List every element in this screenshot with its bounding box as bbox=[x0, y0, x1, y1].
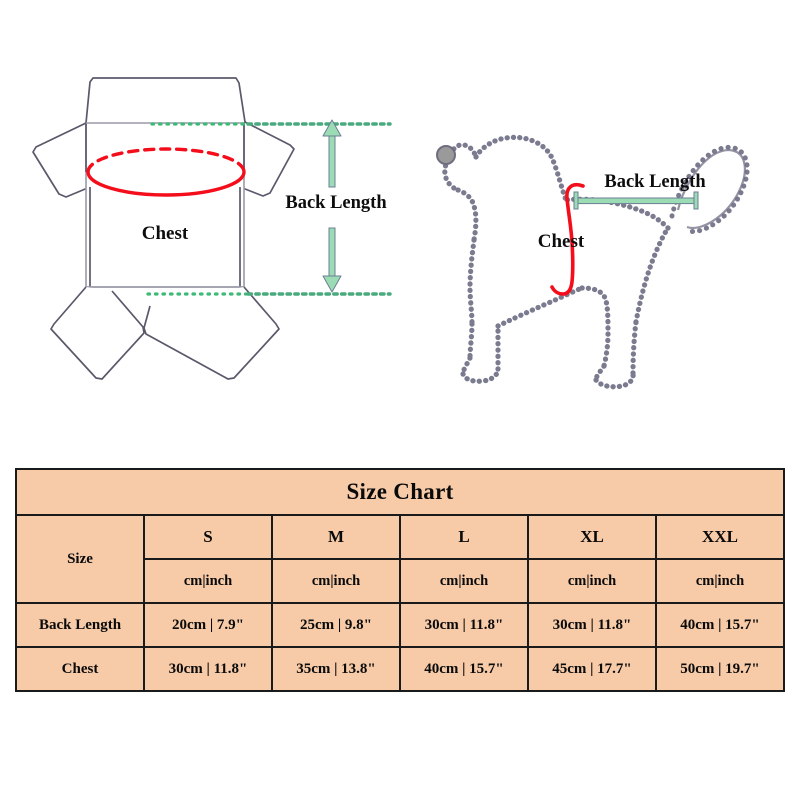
table-row-back-length: Back Length 20cm | 7.9" 25cm | 9.8" 30cm… bbox=[15, 602, 785, 648]
garment-chest-label: Chest bbox=[142, 223, 189, 244]
dog-tail-edge bbox=[676, 149, 746, 230]
diagram-panel: Chest Back Length bbox=[32, 77, 750, 390]
dog-back-length-label: Back Length bbox=[604, 172, 706, 192]
dog-tail bbox=[669, 144, 750, 234]
garment-diagram-group: Chest Back Length bbox=[32, 77, 392, 380]
garment-right-leg-panel bbox=[143, 286, 280, 380]
size-chart-section: Size Chart Size S M L XL XXL cm|inch cm|… bbox=[15, 468, 785, 692]
size-column-header: Size bbox=[15, 514, 145, 604]
chest-xxl: 50cm | 19.7" bbox=[655, 646, 785, 692]
unit-header-s: cm|inch bbox=[143, 558, 273, 604]
chest-l: 40cm | 15.7" bbox=[399, 646, 529, 692]
size-code-l: L bbox=[399, 514, 529, 560]
garment-back-length-arrow-down bbox=[322, 227, 342, 293]
row-label-back-length: Back Length bbox=[15, 602, 145, 648]
dog-diagram-group: Back Length Chest bbox=[436, 134, 750, 390]
table-row-chest: Chest 30cm | 11.8" 35cm | 13.8" 40cm | 1… bbox=[15, 646, 785, 692]
chest-m: 35cm | 13.8" bbox=[271, 646, 401, 692]
dog-chest-label: Chest bbox=[538, 231, 585, 252]
unit-header-l: cm|inch bbox=[399, 558, 529, 604]
garment-back-length-arrow-up bbox=[322, 119, 342, 188]
back-length-s: 20cm | 7.9" bbox=[143, 602, 273, 648]
back-length-xxl: 40cm | 15.7" bbox=[655, 602, 785, 648]
chest-xl: 45cm | 17.7" bbox=[527, 646, 657, 692]
row-label-chest: Chest bbox=[15, 646, 145, 692]
garment-chest-ellipse-back bbox=[86, 147, 246, 174]
dog-chest-measure-line bbox=[550, 182, 585, 296]
garment-chest-ellipse-front bbox=[86, 170, 246, 197]
unit-header-xl: cm|inch bbox=[527, 558, 657, 604]
table-row-title: Size Chart bbox=[15, 468, 785, 516]
unit-header-xxl: cm|inch bbox=[655, 558, 785, 604]
unit-header-m: cm|inch bbox=[271, 558, 401, 604]
size-chart-title: Size Chart bbox=[15, 468, 785, 516]
back-length-xl: 30cm | 11.8" bbox=[527, 602, 657, 648]
dog-back-length-bar bbox=[573, 191, 699, 210]
size-code-m: M bbox=[271, 514, 401, 560]
chest-s: 30cm | 11.8" bbox=[143, 646, 273, 692]
garment-collar bbox=[85, 77, 246, 127]
size-code-xxl: XXL bbox=[655, 514, 785, 560]
garment-back-length-label: Back Length bbox=[285, 193, 387, 213]
diagram-svg: Chest Back Length bbox=[32, 77, 750, 390]
garment-left-leg-panel bbox=[50, 286, 145, 380]
size-chart-table: Size Chart Size S M L XL XXL cm|inch cm|… bbox=[15, 468, 785, 692]
size-code-s: S bbox=[143, 514, 273, 560]
table-row-units: cm|inch cm|inch cm|inch cm|inch cm|inch bbox=[16, 558, 785, 604]
garment-right-sleeve bbox=[239, 121, 295, 197]
dog-nose-icon bbox=[436, 145, 456, 165]
size-code-xl: XL bbox=[527, 514, 657, 560]
garment-left-sleeve bbox=[32, 122, 91, 198]
back-length-l: 30cm | 11.8" bbox=[399, 602, 529, 648]
back-length-m: 25cm | 9.8" bbox=[271, 602, 401, 648]
table-row-size-codes: Size S M L XL XXL bbox=[15, 514, 785, 604]
